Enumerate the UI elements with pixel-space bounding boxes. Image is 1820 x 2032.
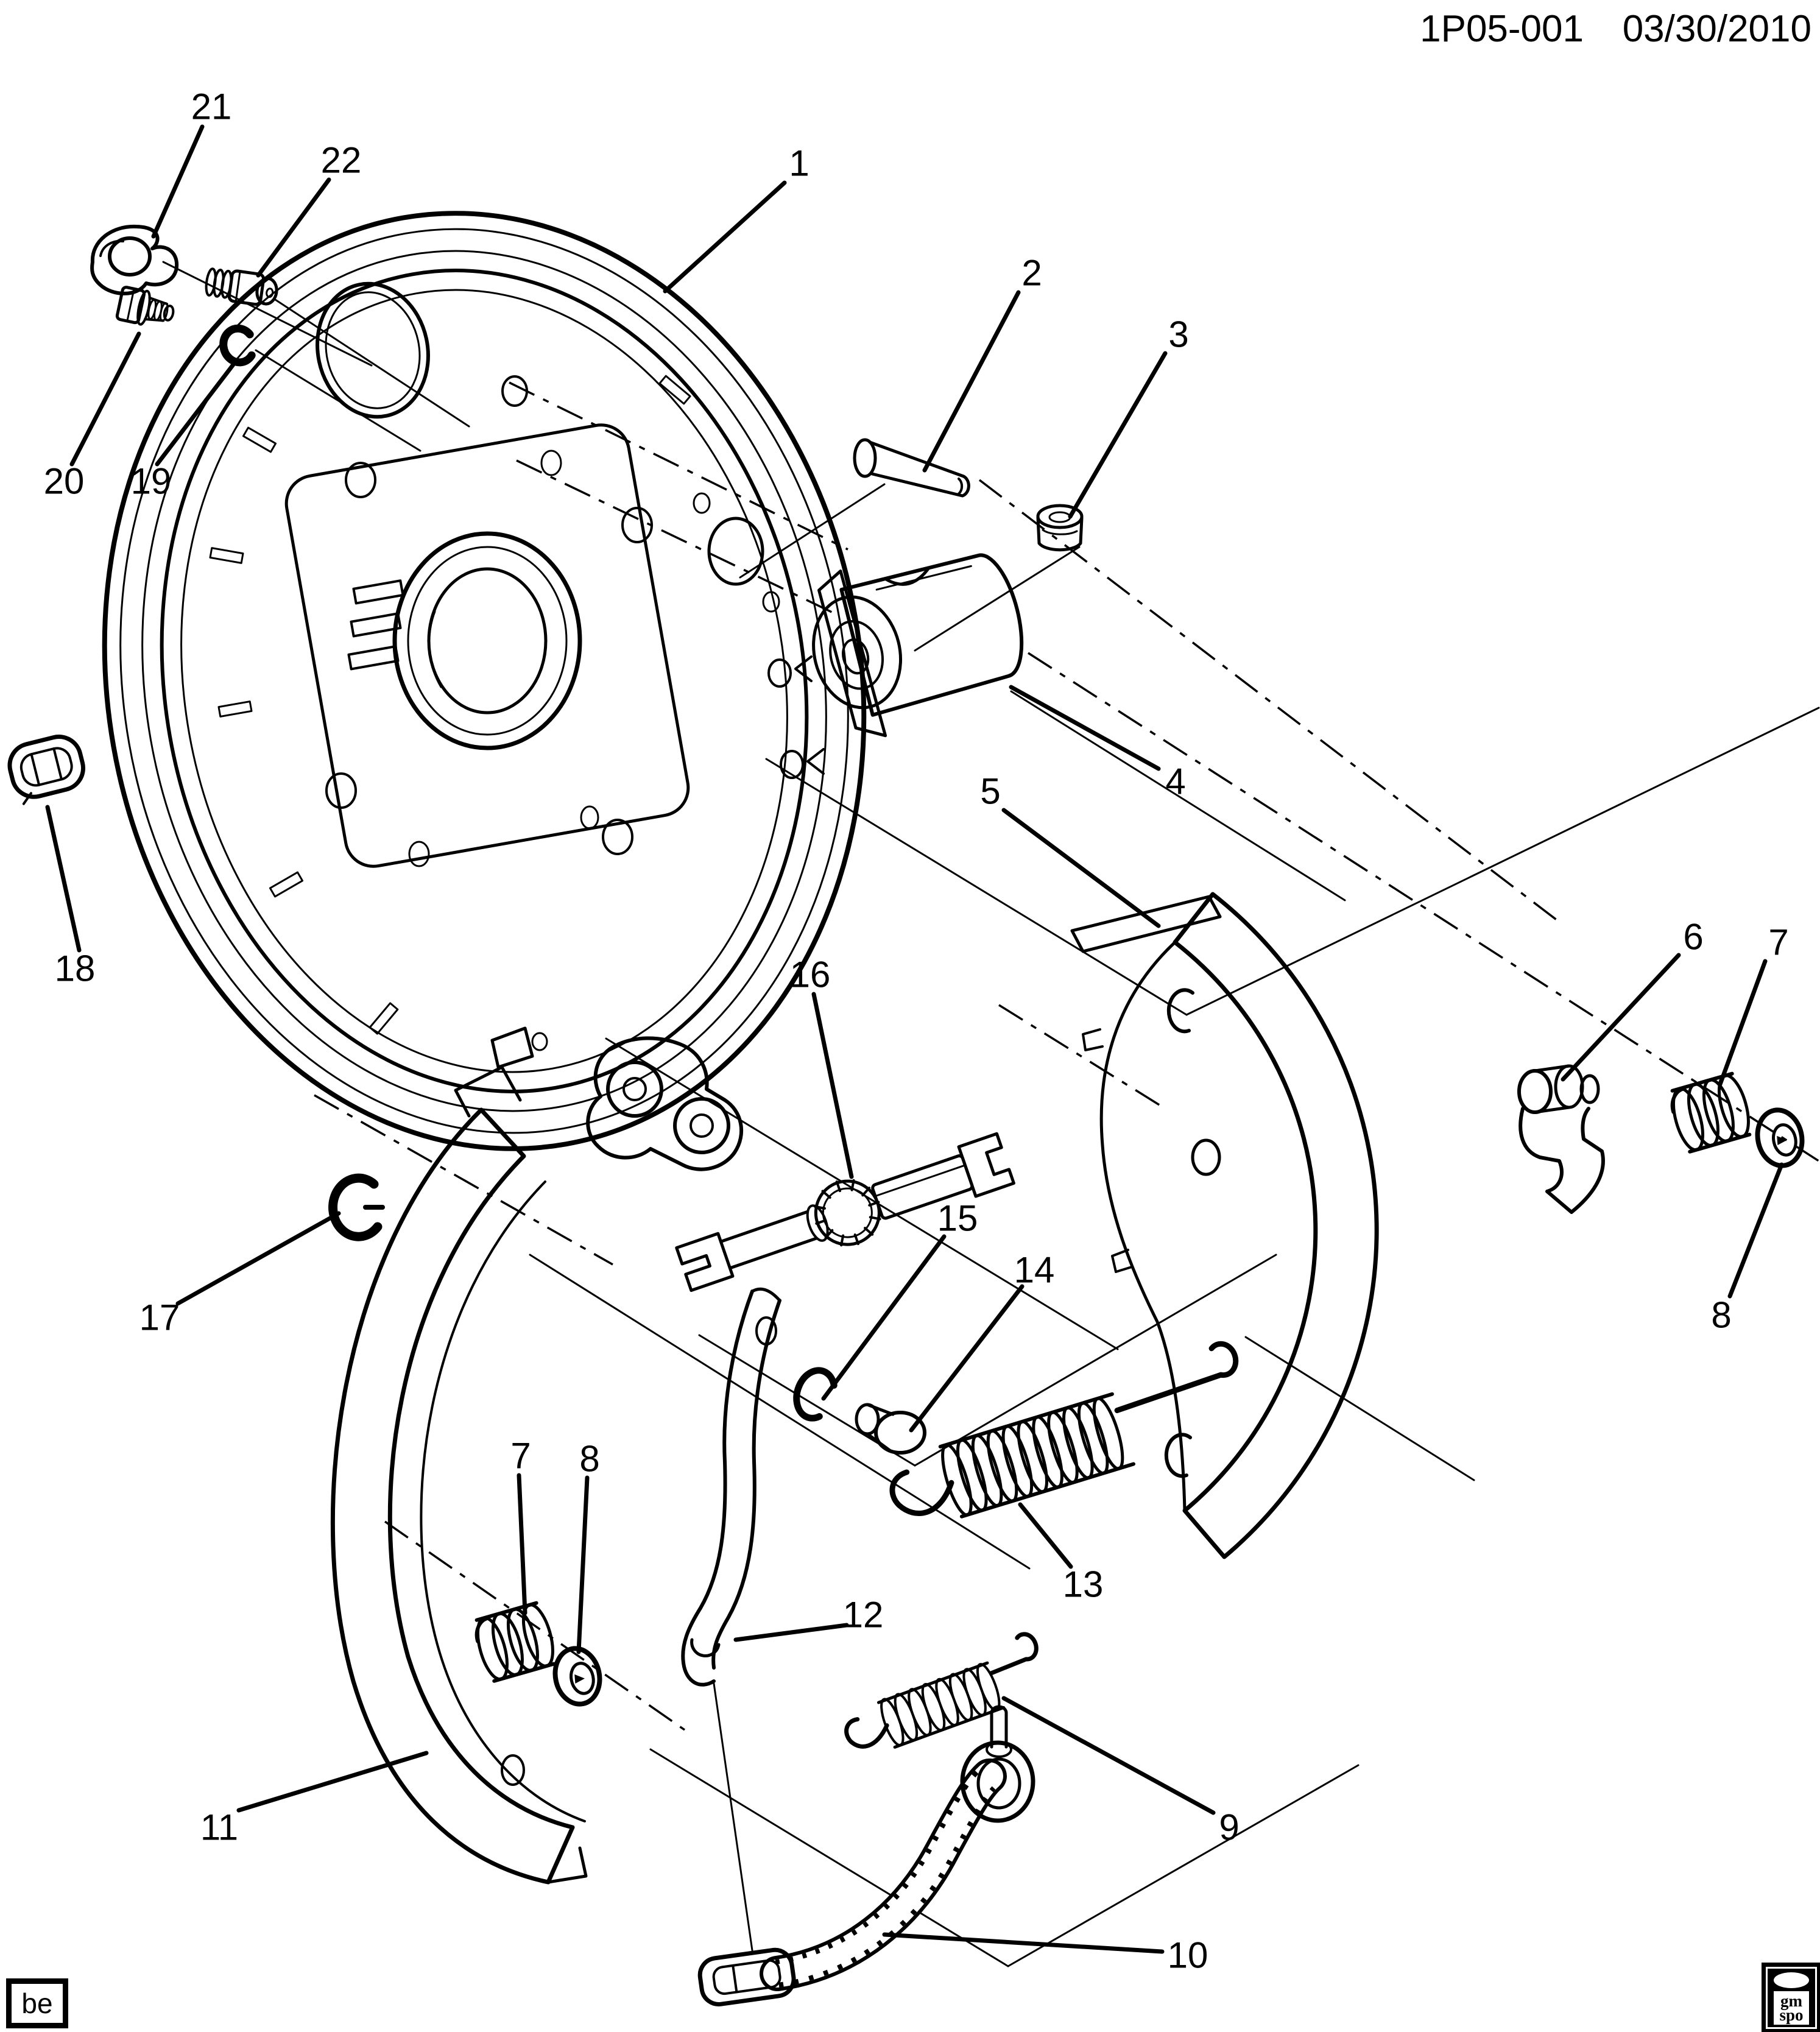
callout-9-8: 9 xyxy=(1219,1807,1239,1848)
star-wheel-teeth xyxy=(814,1179,881,1247)
adjuster-lever xyxy=(681,1287,781,1687)
leader-line-4-3 xyxy=(1009,685,1161,771)
callout-20-19: 20 xyxy=(44,461,85,502)
callout-11-10: 11 xyxy=(200,1807,238,1848)
leader-line-7-22 xyxy=(517,1473,527,1615)
hold-down-spring-right xyxy=(1668,1072,1754,1152)
adjuster-assembly xyxy=(675,1132,1015,1293)
backing-plate-rim xyxy=(102,211,867,1151)
mounting-bolt xyxy=(115,286,175,326)
hose-clip xyxy=(90,224,179,295)
brake-shoe-right xyxy=(1070,892,1379,1559)
leader-line-19-18 xyxy=(155,358,239,467)
connector-fitting xyxy=(205,267,278,306)
gm-logo-oval xyxy=(1774,1972,1809,1988)
callout-13-12: 13 xyxy=(1063,1564,1104,1605)
leader-line-9-8 xyxy=(1001,1696,1216,1815)
leader-line-10-9 xyxy=(882,1932,1165,1954)
callout-22-21: 22 xyxy=(321,140,362,181)
leader-line-7-6 xyxy=(1718,959,1768,1087)
leader-line-16-15 xyxy=(811,992,854,1179)
leader-line-3-2 xyxy=(1068,351,1168,519)
gm-logo-line2: spo xyxy=(1779,2005,1804,2024)
leader-line-8-7 xyxy=(1727,1162,1784,1299)
leader-line-20-19 xyxy=(69,331,141,467)
cable-grommet xyxy=(960,1705,1035,1823)
brake-shoe-left xyxy=(330,1065,588,1885)
leader-line-18-17 xyxy=(45,805,82,953)
hub-slots xyxy=(347,579,404,671)
callout-5-4: 5 xyxy=(980,771,1000,812)
gm-logo-line1: gm xyxy=(1780,1992,1802,2011)
callout-14-13: 14 xyxy=(1014,1250,1055,1291)
gm-spo-logo-inner: gm spo xyxy=(1768,1969,1815,2027)
leader-line-8-23 xyxy=(576,1475,590,1654)
callout-2-1: 2 xyxy=(1021,253,1042,294)
drawing-number: 1P05-001 xyxy=(1420,8,1584,50)
leader-line-1-0 xyxy=(663,180,787,294)
leader-line-13-12 xyxy=(1018,1502,1073,1569)
bleeder-cap xyxy=(1036,504,1084,552)
hub-opening xyxy=(392,531,582,750)
leader-line-22-21 xyxy=(256,177,331,278)
leader-line-11-10 xyxy=(236,1751,429,1813)
callout-10-9: 10 xyxy=(1168,1935,1208,1976)
hold-down-washer-right xyxy=(1752,1106,1807,1170)
leader-line-17-16 xyxy=(175,1211,341,1306)
hold-down-spring-left xyxy=(472,1601,559,1682)
callout-16-15: 16 xyxy=(790,954,831,995)
drawing-date: 03/30/2010 xyxy=(1623,8,1811,50)
leader-line-5-4 xyxy=(1001,808,1161,928)
return-spring-upper xyxy=(889,1341,1239,1519)
stamped-ticks xyxy=(209,375,691,1035)
park-brake-cable xyxy=(697,1705,1035,2006)
leader-line-15-14 xyxy=(821,1234,947,1401)
callout-19-18: 19 xyxy=(131,461,172,502)
wheel-cylinder xyxy=(812,553,1024,738)
return-spring-lower xyxy=(844,1632,1039,1749)
park-lever-pivot xyxy=(1517,1064,1605,1214)
callout-12-11: 12 xyxy=(843,1595,884,1635)
revision-tag-box: be xyxy=(6,1978,68,2028)
callout-6-5: 6 xyxy=(1683,917,1703,958)
cylinder-pin xyxy=(853,438,970,498)
callout-8-23: 8 xyxy=(579,1439,599,1480)
callout-7-6: 7 xyxy=(1768,922,1788,963)
bolt-holes xyxy=(325,462,653,867)
callout-18-17: 18 xyxy=(55,948,96,989)
callout-1-0: 1 xyxy=(789,143,809,184)
gm-spo-logo: gm spo xyxy=(1762,1963,1820,2032)
leader-line-14-13 xyxy=(909,1284,1025,1433)
revision-tag: be xyxy=(21,1988,53,2019)
leader-line-6-5 xyxy=(1561,953,1681,1082)
gm-logo-textbox: gm spo xyxy=(1774,1991,1809,2025)
leader-line-21-20 xyxy=(151,124,205,239)
wheel-cylinder-mount-holes xyxy=(693,492,825,779)
callout-3-2: 3 xyxy=(1168,314,1188,355)
callout-15-14: 15 xyxy=(937,1198,978,1239)
cable-end-fitting xyxy=(697,1947,796,2006)
hold-down-washer-left xyxy=(550,1645,605,1709)
lock-washer xyxy=(219,324,256,367)
callout-4-3: 4 xyxy=(1165,761,1185,802)
retainer-clip xyxy=(328,1173,385,1241)
backing-plate-face xyxy=(209,281,825,1171)
lever-pin xyxy=(855,1403,926,1455)
callout-8-7: 8 xyxy=(1711,1295,1731,1336)
anchor-bracket xyxy=(490,1026,744,1171)
phantom-centerlines xyxy=(314,381,1819,1731)
backing-plate xyxy=(102,211,867,1171)
leader-line-2-1 xyxy=(922,290,1021,473)
access-hole-plug xyxy=(7,735,85,805)
callout-17-16: 17 xyxy=(139,1297,180,1338)
callout-7-22: 7 xyxy=(510,1436,531,1476)
lever-washer xyxy=(793,1367,838,1422)
leader-line-12-11 xyxy=(733,1623,849,1642)
callout-21-20: 21 xyxy=(191,86,232,127)
